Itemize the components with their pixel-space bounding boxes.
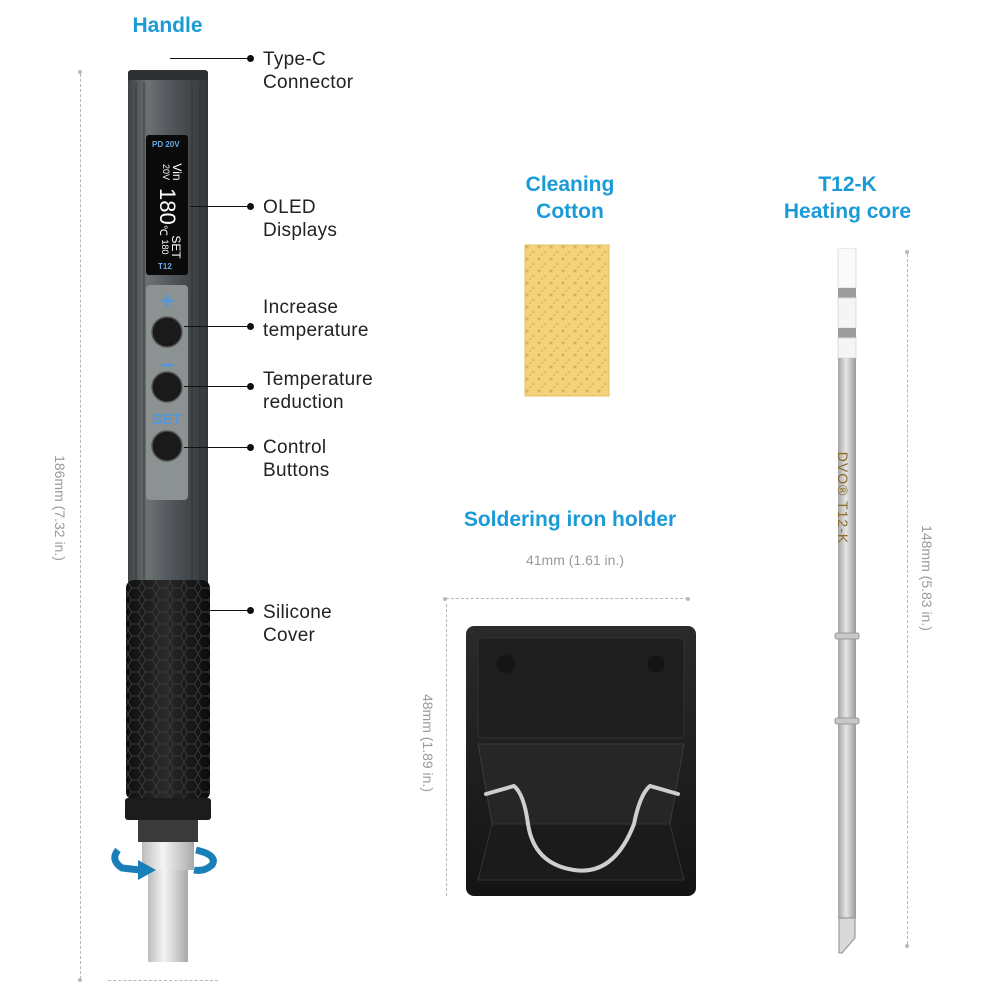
core-title: T12-K Heating core [783,173,912,223]
cleaning-cotton-image [524,244,610,397]
holder-title: Soldering iron holder [463,508,677,531]
soldering-iron-handle [111,70,217,962]
callout-line-control [184,447,250,448]
display-set: SET 180 [153,228,183,266]
holder-dim-tick-right [686,597,690,601]
dim-tick-top [78,70,82,74]
minus-label: − [159,352,174,379]
handle-title: Handle [132,14,203,37]
callout-dot-typec [247,55,254,62]
holder-height-dim-line [446,604,447,896]
soldering-iron-holder-image [466,626,696,896]
holder-width-dim-line [446,598,688,599]
callout-control-buttons: Control Buttons [263,437,330,481]
callout-dot-control [247,444,254,451]
cotton-title: Cleaning Cotton [525,173,615,223]
callout-dot-oled [247,203,254,210]
holder-dim-tick-left [443,597,447,601]
handle-dim-line [80,74,81,979]
callout-dot-increase [247,323,254,330]
core-length-dim: 148mm (5.83 in.) [919,513,935,643]
callout-oled-displays: OLED Displays [263,197,338,241]
callout-typec-connector: Type-C Connector [263,49,354,93]
decrease-temperature-button[interactable] [152,372,182,402]
handle-width-dim [108,980,218,981]
core-engraving: DVO® T12-K [835,451,851,545]
core-dim-tick-bottom [905,944,909,948]
callout-dot-reduction [247,383,254,390]
callout-line-typec [170,58,250,59]
callout-line-silicone [208,610,250,611]
display-pd-label: PD 20V [152,140,180,149]
core-dim-line [907,254,908,944]
set-label: SET [152,411,182,428]
core-dim-tick-top [905,250,909,254]
display-set-value: 180 [160,239,170,255]
oled-display: PD 20V Vin 20V 180℃ SET 180 T12 [146,135,188,275]
display-tip-label: T12 [158,262,172,271]
increase-temperature-button[interactable] [152,317,182,347]
callout-silicone-cover: Silicone Cover [263,602,332,646]
display-set-label: SET [169,235,183,259]
heating-core-image [834,248,860,954]
callout-temperature-reduction: Temperature reduction [263,369,373,413]
holder-width-dim: 41mm (1.61 in.) [525,552,625,568]
callout-line-increase [184,326,250,327]
set-button[interactable] [152,431,182,461]
plus-label: + [159,288,174,315]
handle-length-dim: 186mm (7.32 in.) [52,443,68,573]
dim-tick-bottom [78,978,82,982]
callout-increase-temperature: Increase temperature [263,297,369,341]
callout-line-reduction [184,386,250,387]
callout-dot-silicone [247,607,254,614]
holder-height-dim: 48mm (1.89 in.) [420,678,436,808]
callout-line-oled [190,206,250,207]
display-temp-value: 180 [155,188,180,225]
